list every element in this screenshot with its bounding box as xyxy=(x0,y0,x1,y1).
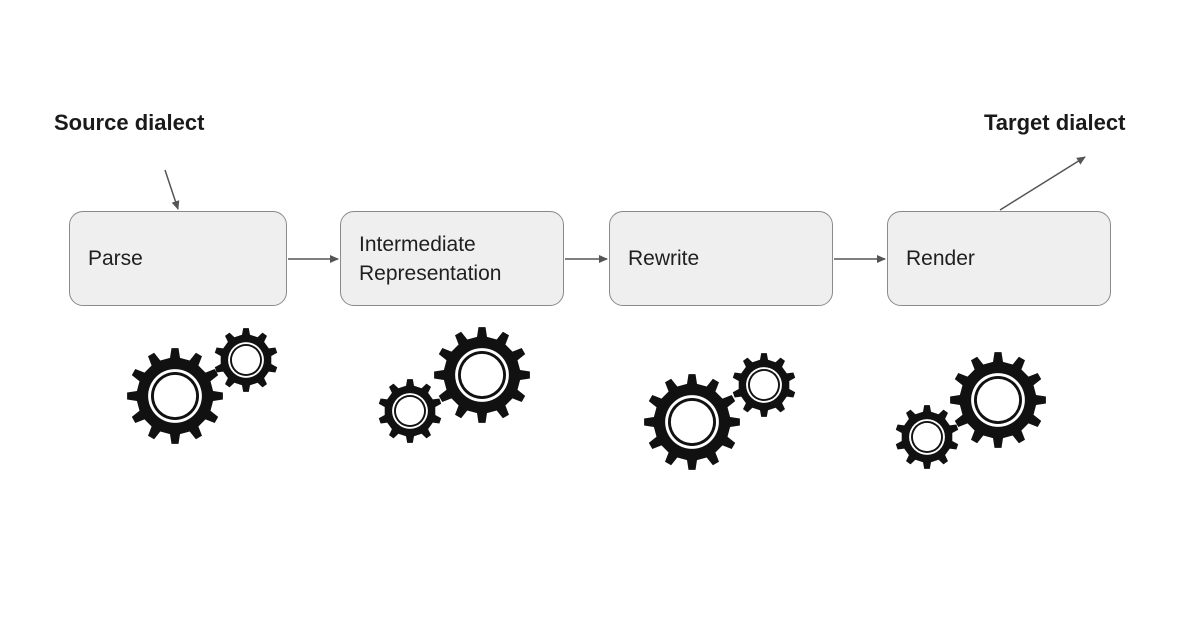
stage-ir-label-line1: Intermediate xyxy=(359,232,476,256)
stage-render-box: Render xyxy=(887,211,1111,306)
gear-hole xyxy=(153,374,197,418)
stage-rewrite-label-line1: Rewrite xyxy=(628,247,700,270)
source-input-arrow xyxy=(164,169,180,210)
stage-rewrite-label: Rewrite xyxy=(628,244,699,273)
gears-icon xyxy=(378,327,530,443)
stage-render-label-line1: Render xyxy=(906,247,975,270)
gear-hole xyxy=(976,378,1020,422)
stage-render-label: Render xyxy=(906,244,975,273)
target-output-arrow xyxy=(999,156,1086,211)
gears-icon xyxy=(644,353,796,470)
stage-parse-label: Parse xyxy=(88,244,143,273)
gear-hole xyxy=(460,353,504,397)
stage-intermediate-representation-box: Intermediate Representation xyxy=(340,211,564,306)
stage-parse-box: Parse xyxy=(69,211,287,306)
target-dialect-label: Target dialect xyxy=(984,110,1126,135)
gear-hole xyxy=(670,400,714,444)
gears-icon xyxy=(127,328,278,444)
gear-hole xyxy=(912,422,942,452)
stage-rewrite-box: Rewrite xyxy=(609,211,833,306)
gear-hole xyxy=(395,396,425,426)
gears-icon xyxy=(895,352,1046,469)
gear-hole xyxy=(749,370,779,400)
stage-ir-label-line2: Representation xyxy=(359,261,502,285)
stage-parse-label-line1: Parse xyxy=(88,247,143,270)
gear-hole xyxy=(231,345,261,375)
source-dialect-label: Source dialect xyxy=(54,110,205,135)
stage-ir-label: Intermediate Representation xyxy=(359,230,501,288)
